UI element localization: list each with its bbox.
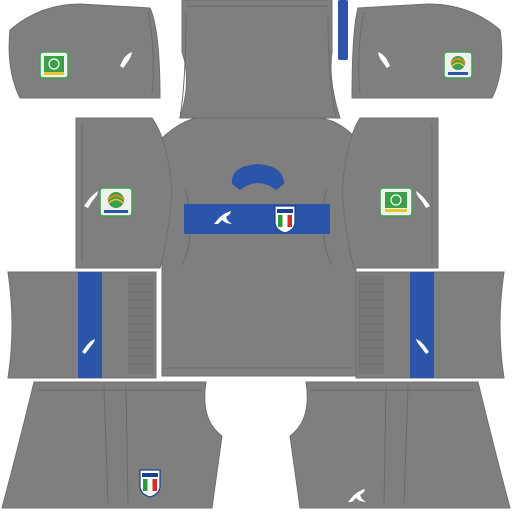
shorts-right bbox=[289, 381, 511, 509]
tournament-badge-icon bbox=[99, 187, 133, 217]
ribbed-cuff bbox=[128, 276, 154, 374]
puma-cat-icon bbox=[416, 191, 430, 208]
shirt-side-right bbox=[341, 117, 439, 269]
tournament-badge-icon bbox=[379, 187, 413, 217]
sleeve-top-right bbox=[351, 3, 503, 99]
ribbed-cuff bbox=[358, 276, 384, 374]
sleeve-top-left bbox=[8, 3, 161, 99]
collar bbox=[231, 164, 284, 190]
cuff-left bbox=[7, 271, 157, 379]
puma-cat-icon bbox=[120, 52, 132, 68]
puma-cat-icon bbox=[82, 339, 95, 354]
puma-cat-icon bbox=[214, 211, 232, 224]
shirt-back-panel bbox=[161, 0, 357, 377]
shirt-side-left bbox=[75, 117, 173, 269]
tournament-badge-icon bbox=[443, 51, 473, 79]
puma-cat-icon bbox=[378, 52, 390, 68]
puma-cat-icon bbox=[416, 339, 429, 354]
shorts-left bbox=[1, 381, 223, 509]
italy-shield-crest-icon bbox=[139, 469, 161, 498]
cuff-right bbox=[355, 271, 505, 379]
italy-shield-crest-icon bbox=[274, 205, 296, 234]
tournament-badge-icon bbox=[39, 51, 69, 79]
puma-cat-icon bbox=[348, 489, 366, 502]
puma-cat-icon bbox=[84, 191, 98, 208]
chest-band bbox=[184, 204, 330, 234]
